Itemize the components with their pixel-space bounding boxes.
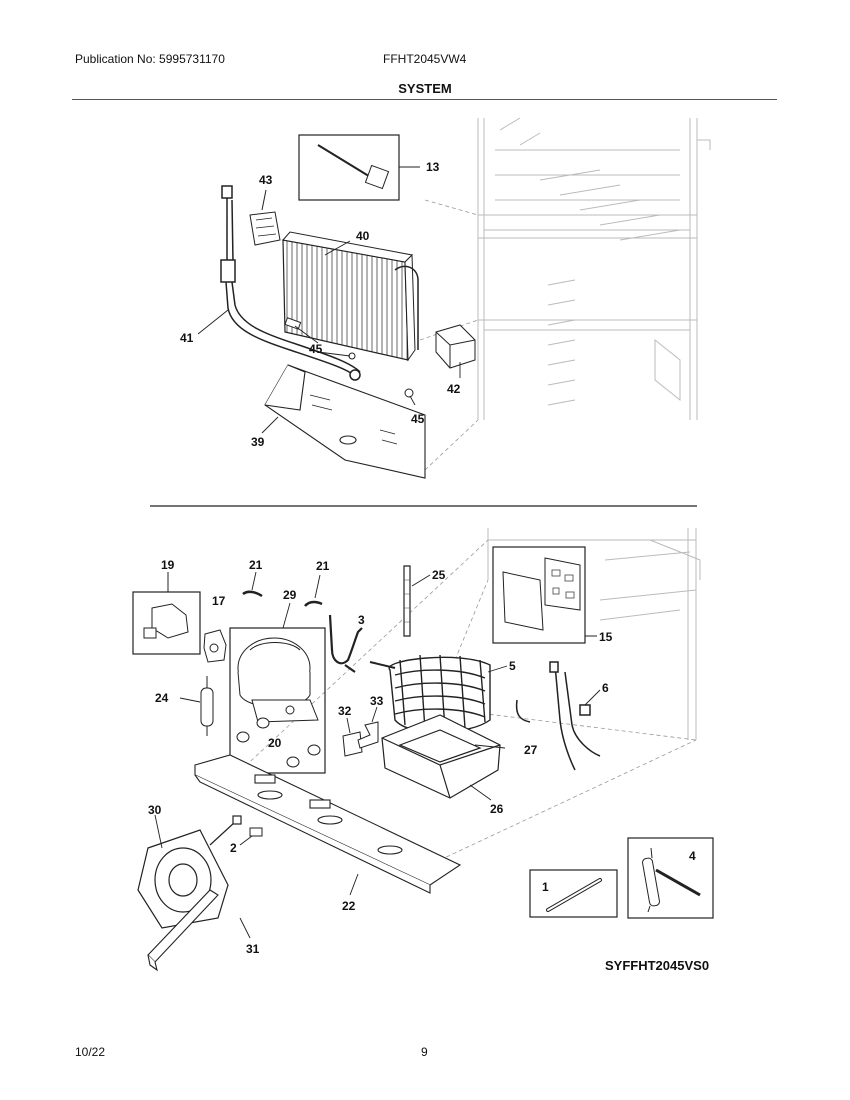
callout-42: 42 — [447, 382, 461, 396]
callout-30: 30 — [148, 803, 162, 817]
callout-5: 5 — [509, 659, 516, 673]
callout-26: 26 — [490, 802, 504, 816]
part-32-bracket — [342, 731, 363, 757]
part-24-drier — [200, 676, 214, 736]
section-title: SYSTEM — [398, 81, 452, 96]
callout-17: 17 — [212, 594, 226, 608]
part-26-drain-pan — [381, 714, 501, 799]
cabinet-lower-outline — [487, 528, 701, 740]
part-5-condenser — [369, 654, 491, 734]
part-29-group-box — [229, 627, 326, 774]
part-6-harness — [515, 661, 601, 771]
callout-29: 29 — [283, 588, 297, 602]
diagram-code: SYFFHT2045VS0 — [605, 958, 710, 973]
callout-41: 41 — [180, 331, 194, 345]
callout-20: 20 — [268, 736, 282, 750]
part-42-relay — [435, 324, 476, 369]
part-21-clip-a — [242, 590, 263, 598]
part-25-hose — [403, 565, 411, 637]
cabinet-upper-outline — [477, 117, 711, 420]
part-21-clip-b — [304, 600, 323, 607]
callouts: 13 43 40 41 45 42 45 39 19 21 21 29 17 3… — [148, 160, 696, 956]
callout-25: 25 — [432, 568, 446, 582]
callout-2: 2 — [230, 841, 237, 855]
callout-33: 33 — [370, 694, 384, 708]
callout-39: 39 — [251, 435, 265, 449]
page-number: 9 — [421, 1045, 428, 1059]
part-45-clip-a — [284, 317, 302, 330]
callout-6: 6 — [602, 681, 609, 695]
header-rule — [72, 99, 777, 100]
callout-15: 15 — [599, 630, 613, 644]
callout-3: 3 — [358, 613, 365, 627]
callout-4: 4 — [689, 849, 696, 863]
callout-32: 32 — [338, 704, 352, 718]
callout-21-b: 21 — [316, 559, 330, 573]
callout-19: 19 — [161, 558, 175, 572]
compressor — [237, 637, 319, 723]
part-2-clip — [249, 827, 263, 837]
callout-45-b: 45 — [411, 412, 425, 426]
callout-1: 1 — [542, 880, 549, 894]
callout-31: 31 — [246, 942, 260, 956]
part-33-bracket — [357, 721, 379, 749]
model-number: FFHT2045VW4 — [383, 52, 467, 66]
part-22-base-plate — [194, 754, 462, 894]
part-3-tube — [328, 614, 363, 665]
part-41-harness — [220, 185, 361, 381]
callout-13: 13 — [426, 160, 440, 174]
part-13-inset-box — [298, 134, 400, 201]
callout-24: 24 — [155, 691, 169, 705]
callout-22: 22 — [342, 899, 356, 913]
callout-21-a: 21 — [249, 558, 263, 572]
footer-date: 10/22 — [75, 1045, 106, 1059]
part-40-evaporator — [282, 231, 419, 362]
part-31-rail — [147, 889, 219, 972]
part-17-overload — [203, 629, 227, 663]
callout-27: 27 — [524, 743, 538, 757]
publication-number: Publication No: 5995731170 — [75, 52, 225, 66]
part-45-clip-b — [404, 388, 414, 398]
callout-40: 40 — [356, 229, 370, 243]
part-43-connector — [249, 189, 281, 246]
callout-43: 43 — [259, 173, 273, 187]
callout-45-a: 45 — [309, 342, 323, 356]
part-39-drip-tray — [264, 364, 426, 479]
part-20-grommets — [236, 717, 321, 768]
